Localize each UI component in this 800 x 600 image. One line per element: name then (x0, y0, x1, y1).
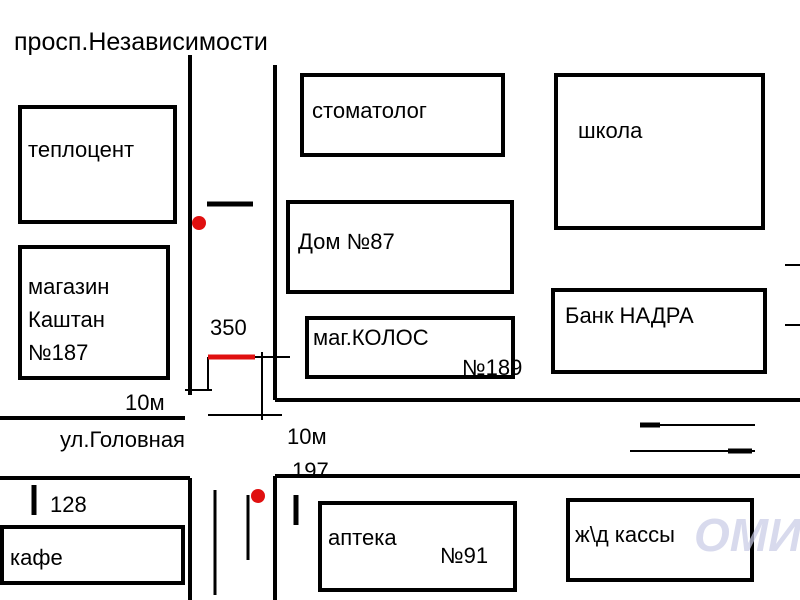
street-label-main: просп.Независимости (14, 28, 268, 56)
label-right-offset: 10м (287, 424, 327, 449)
location-marker (251, 489, 265, 503)
label-teplocent: теплоцент (28, 137, 135, 162)
label-dentist: стоматолог (312, 98, 427, 123)
label-pharmacy: аптека (328, 525, 397, 550)
label-kashtan-3: №187 (28, 340, 89, 365)
watermark: ОМИ (694, 509, 800, 561)
label-distance: 350 (210, 315, 247, 340)
building-kolos (305, 316, 515, 379)
label-left-offset: 10м (125, 390, 165, 415)
label-bank: Банк НАДРА (565, 303, 694, 328)
building-school (554, 73, 765, 230)
label-kashtan-1: магазин (28, 274, 110, 299)
label-kolos-number: №189 (462, 355, 523, 380)
label-cafe-number: 128 (50, 492, 87, 517)
label-house87: Дом №87 (298, 229, 395, 254)
building-dentist (300, 73, 505, 157)
label-pharmacy-number: №91 (440, 543, 489, 568)
label-kolos: маг.КОЛОС (313, 325, 429, 350)
building-pharmacy (318, 501, 517, 592)
building-house87 (286, 200, 514, 294)
building-cafe (0, 525, 185, 585)
location-marker (192, 216, 206, 230)
label-kashtan-2: Каштан (28, 307, 105, 332)
label-rail-tickets: ж\д кассы (575, 522, 675, 547)
label-school: школа (578, 118, 643, 143)
building-kashtan (18, 245, 170, 380)
building-teplocent (18, 105, 177, 224)
building-bank (551, 288, 767, 374)
street-label-cross: ул.Головная (60, 427, 185, 452)
building-rail-tickets (566, 498, 754, 582)
label-stop-number: 197 (292, 458, 329, 483)
label-cafe: кафе (10, 545, 63, 570)
